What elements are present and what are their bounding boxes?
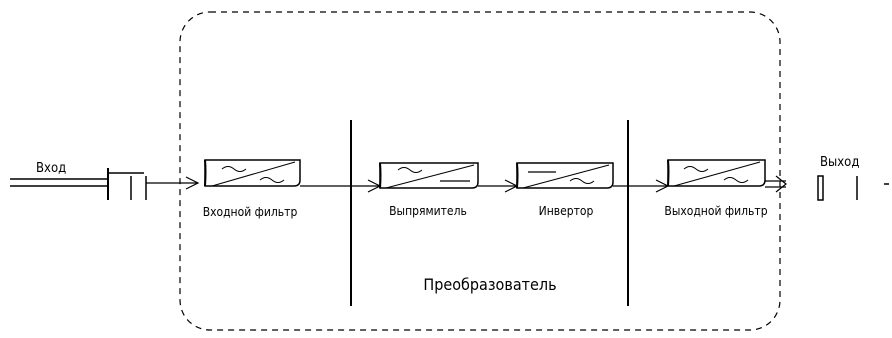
output-label: Выход <box>820 155 859 170</box>
label-inverter: Инвертор <box>539 204 594 218</box>
converter-label: Преобразователь <box>423 275 556 294</box>
output-connection <box>765 175 889 201</box>
connector-2 <box>478 179 519 193</box>
block-output-filter <box>667 159 766 187</box>
block-inverter <box>516 162 614 189</box>
label-output-filter: Выходной фильтр <box>664 204 767 218</box>
converter-boundary <box>179 11 781 331</box>
input-line <box>10 168 200 200</box>
block-input-filter <box>204 159 301 187</box>
block-rectifier <box>351 162 479 193</box>
connector-3 <box>613 179 670 193</box>
input-label: Вход <box>36 161 66 176</box>
label-rectifier: Выпрямитель <box>389 204 467 218</box>
label-input-filter: Входной фильтр <box>203 205 298 219</box>
